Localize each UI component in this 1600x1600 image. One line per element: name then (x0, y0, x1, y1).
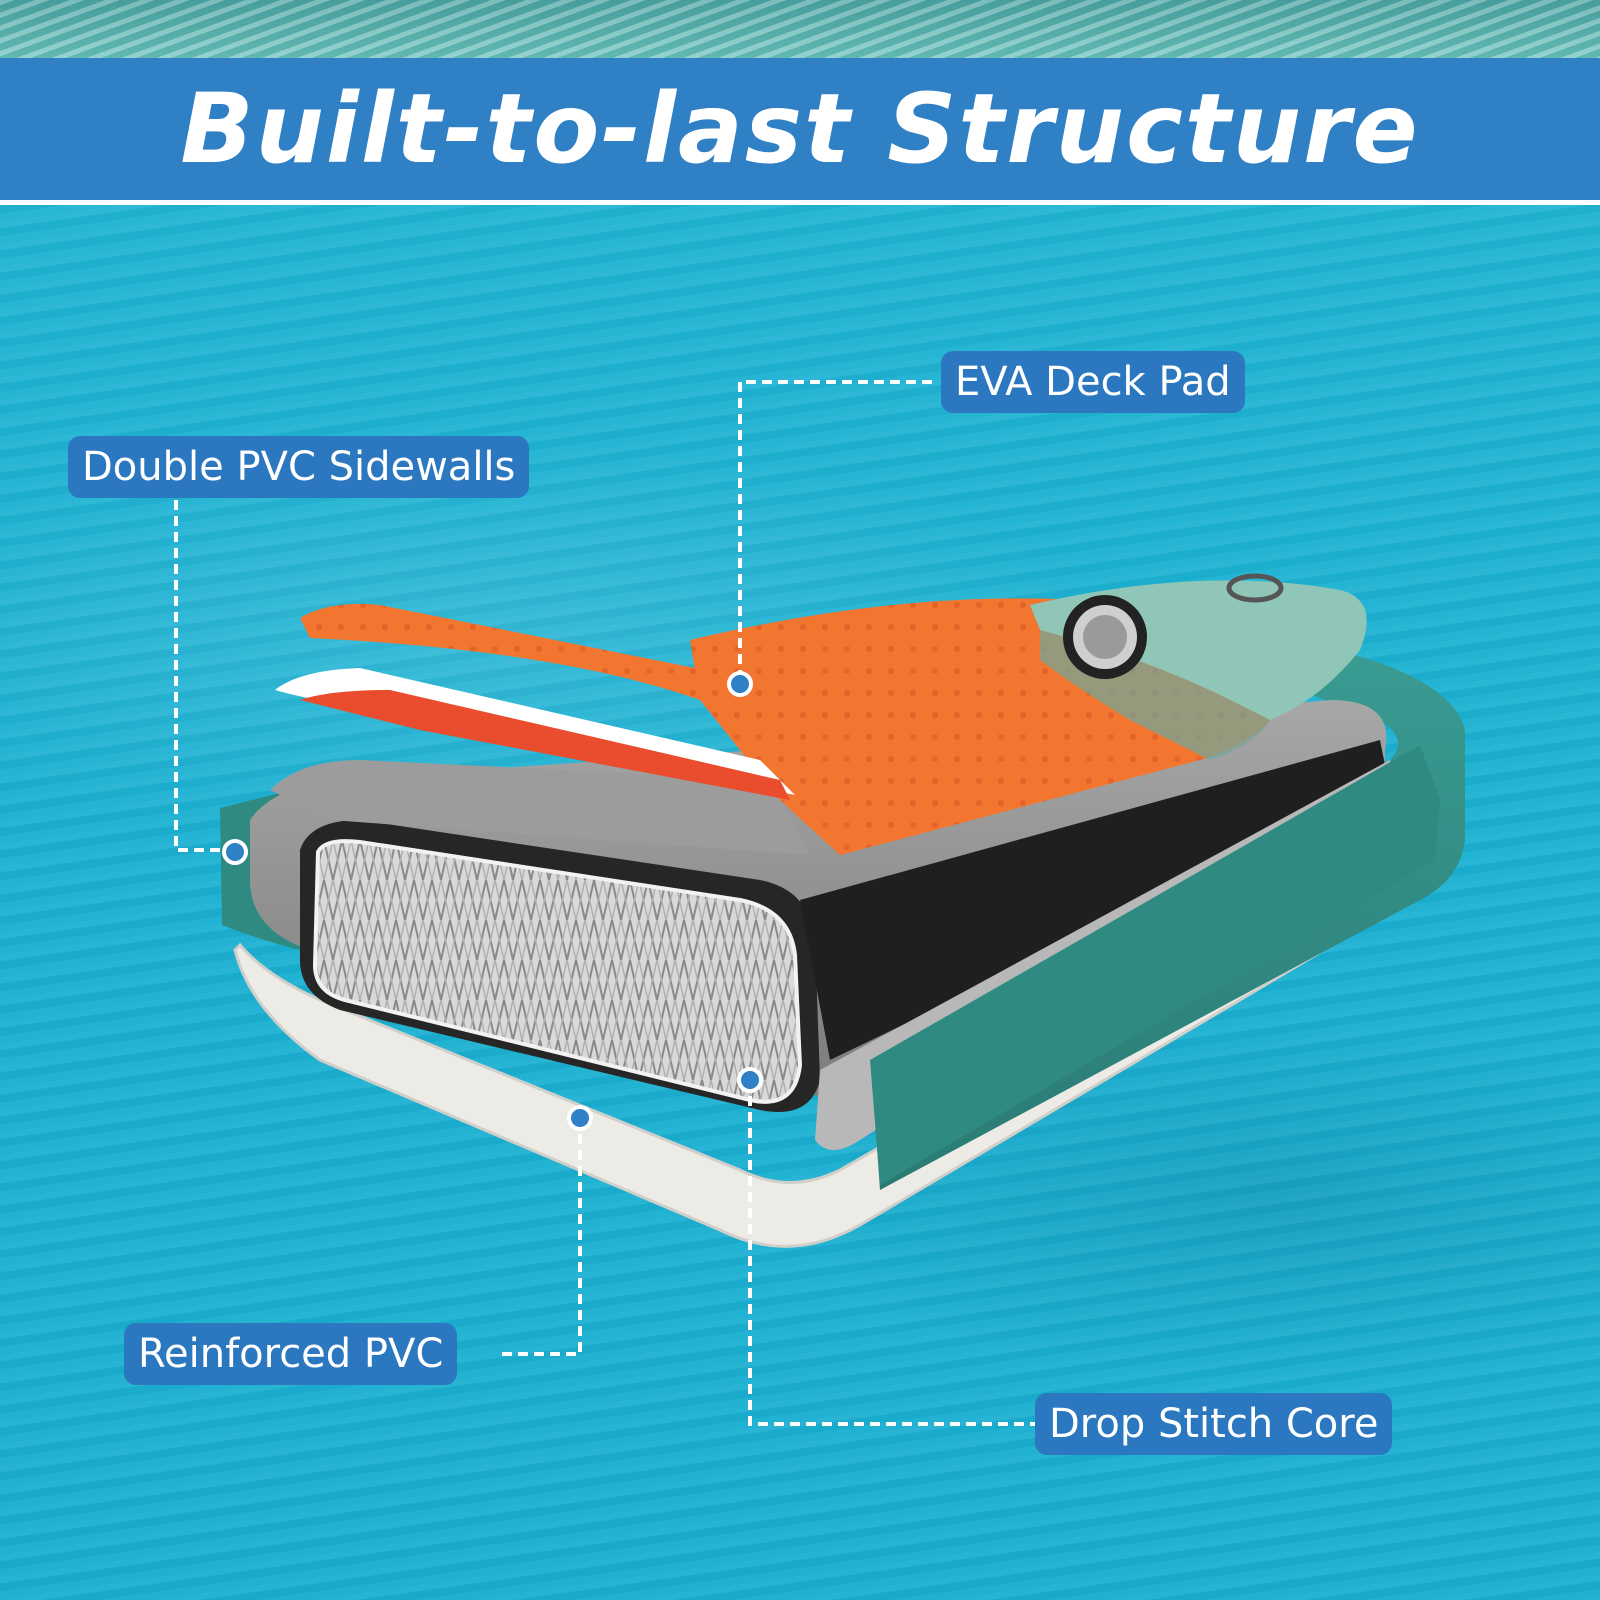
marker-eva (727, 671, 753, 697)
connector-reinforced (500, 1118, 582, 1356)
marker-sidewalls (222, 839, 248, 865)
connector-eva (738, 380, 935, 680)
callout-drop-stitch-core: Drop Stitch Core (1035, 1393, 1393, 1455)
callout-double-pvc-sidewalls: Double PVC Sidewalls (68, 436, 530, 498)
connector-dropstitch (748, 1080, 1035, 1426)
eva-deck-pad-layer (300, 603, 834, 752)
connector-sidewalls (174, 500, 228, 852)
eva-red-layer (300, 690, 790, 800)
drop-stitch-core (312, 839, 803, 1104)
marker-reinforced (567, 1105, 593, 1131)
water-top-strip (0, 0, 1600, 58)
page-title: Built-to-last Structure (180, 73, 1420, 185)
upper-grey-sheet (270, 760, 810, 855)
inner-teal-wall (870, 745, 1440, 1185)
callout-reinforced-pvc: Reinforced PVC (124, 1323, 458, 1385)
callout-eva-deck-pad: EVA Deck Pad (941, 351, 1245, 413)
d-ring-icon (1226, 573, 1284, 603)
marker-dropstitch (737, 1067, 763, 1093)
title-banner: Built-to-last Structure (0, 58, 1600, 205)
